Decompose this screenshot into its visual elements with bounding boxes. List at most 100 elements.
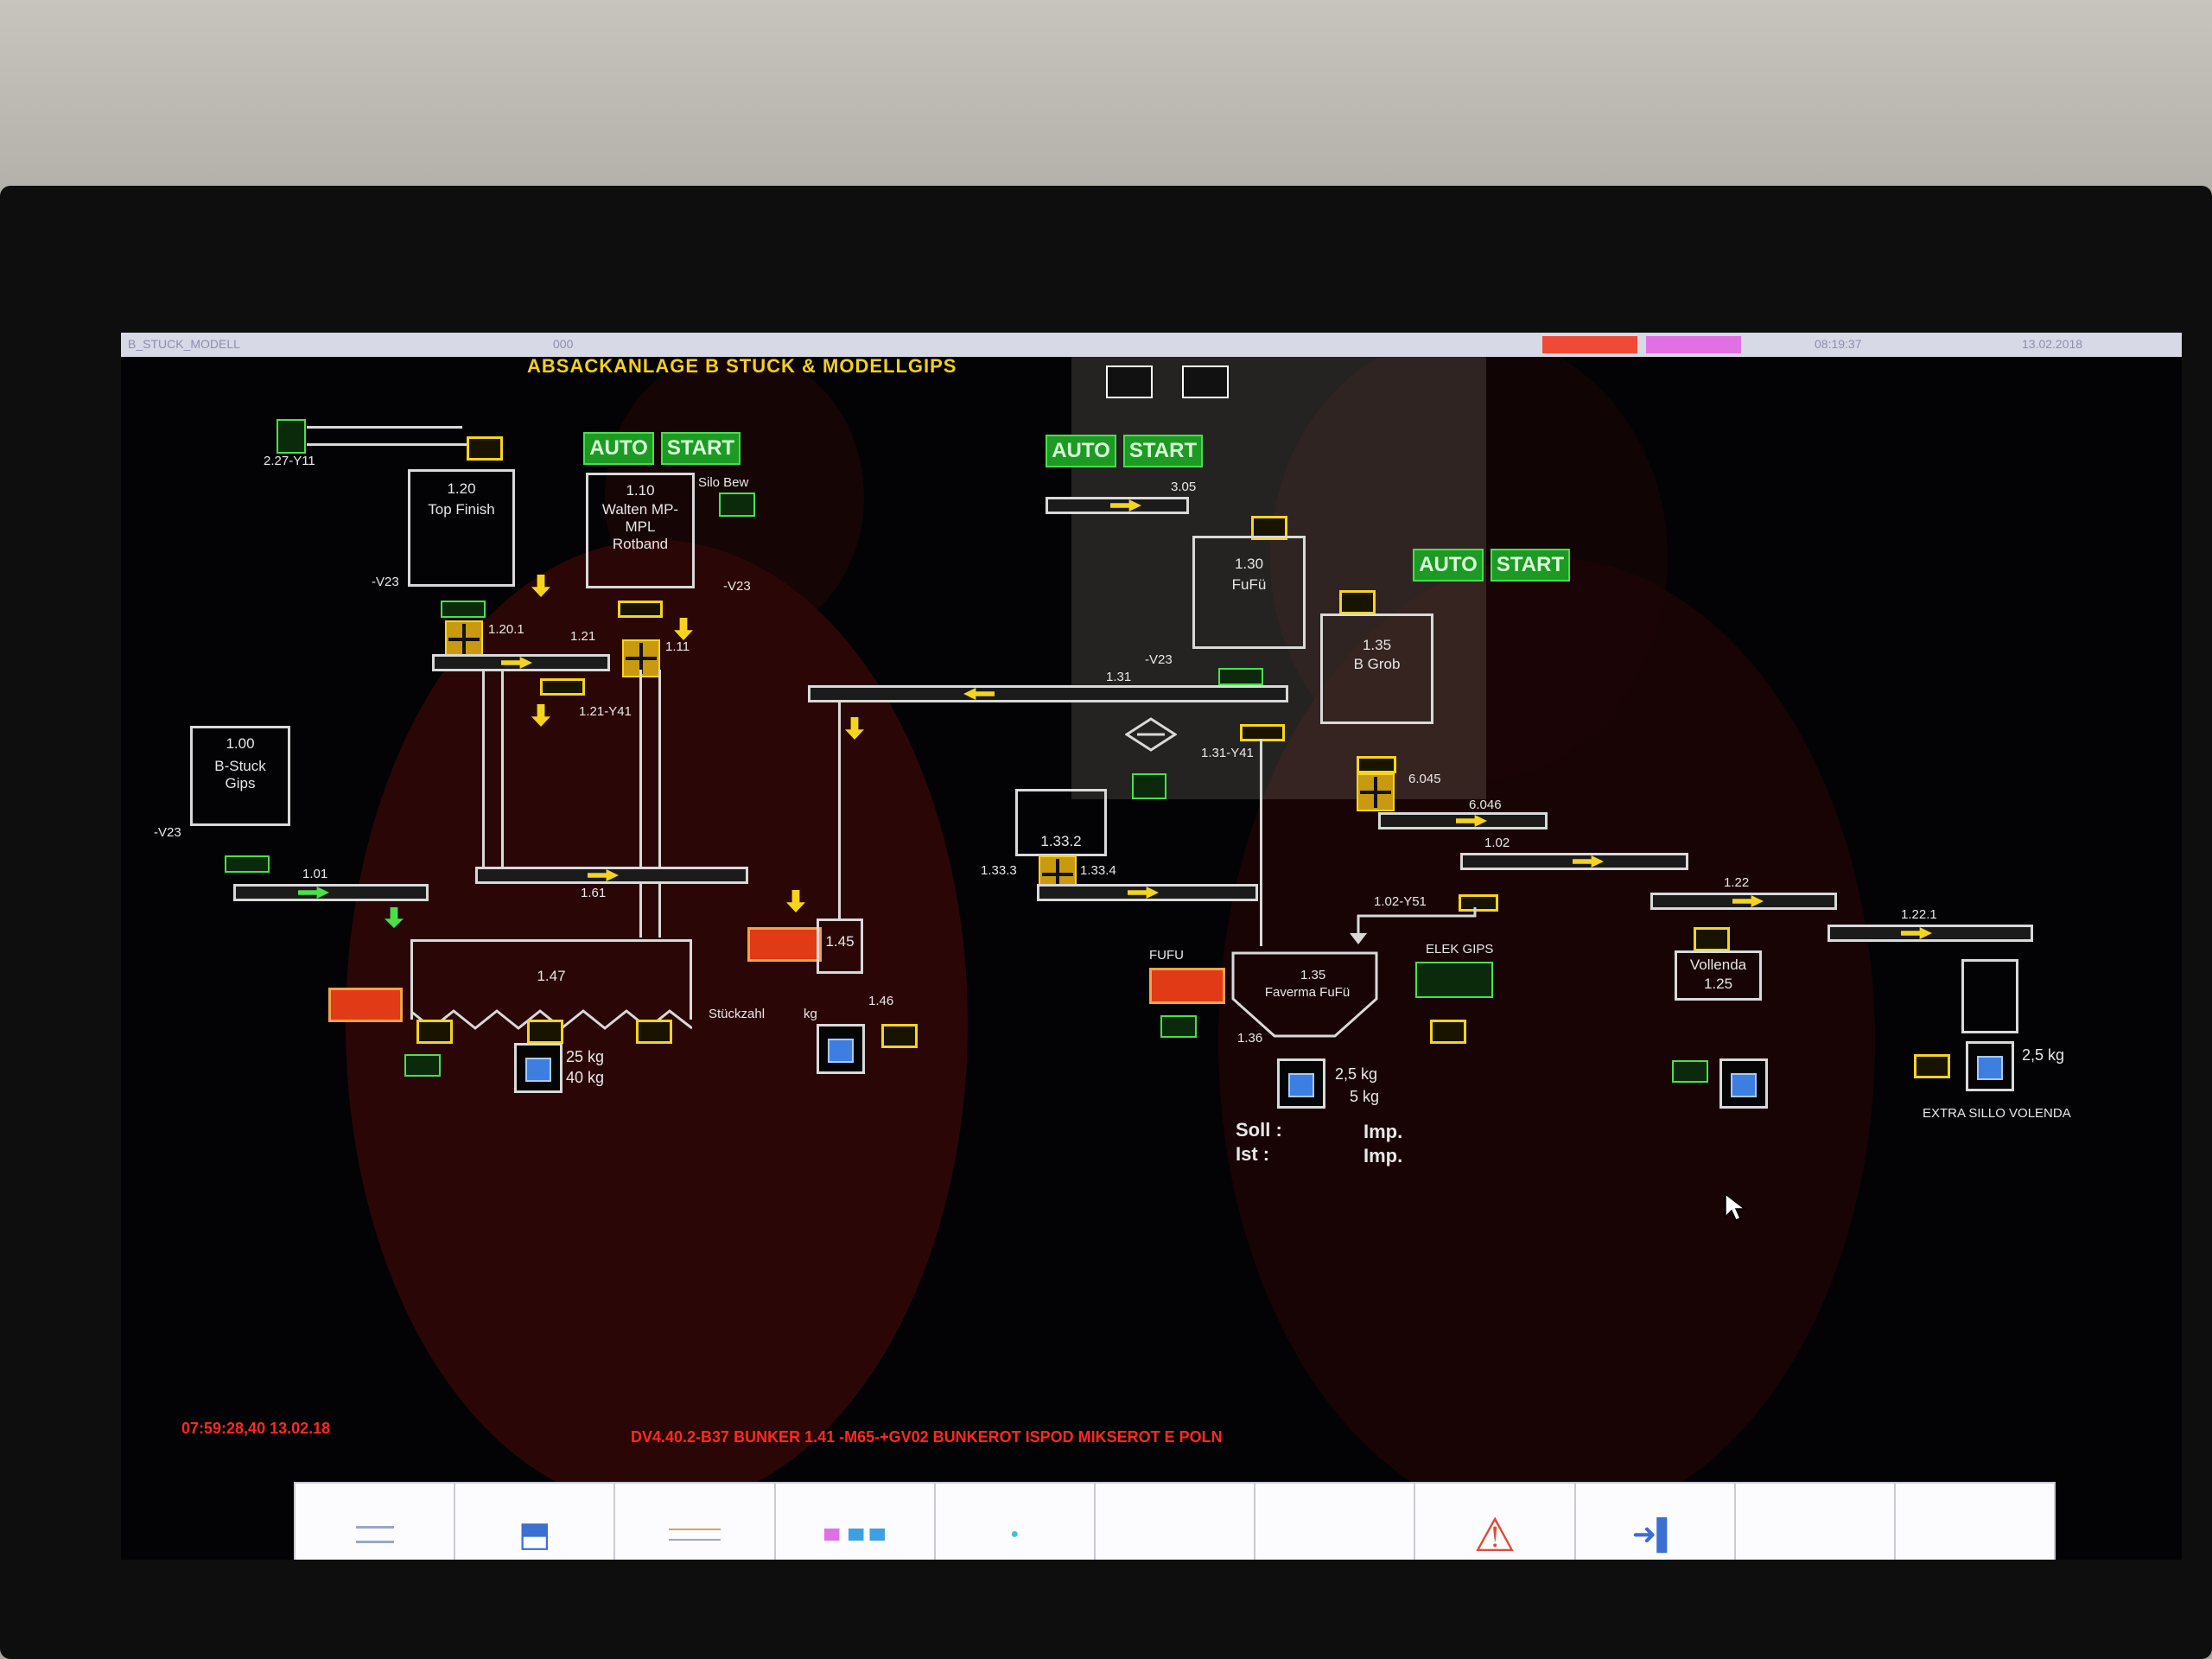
fufu-ein-indicator[interactable] [1160,1015,1197,1038]
gate-icon-1-31[interactable] [1240,724,1285,741]
overview-icon [355,1526,394,1543]
label-1-21-v: 1.21-Y41 [579,704,632,719]
silo-bew-indicator[interactable] [719,493,755,517]
rotary-feeder-icon-1[interactable] [445,620,483,658]
silo-extra-volenda[interactable] [1961,959,2018,1033]
status-indicator[interactable] [1646,336,1741,353]
alarm-box-3[interactable] [1149,968,1225,1004]
silo-level-icon-grob[interactable] [1339,590,1376,614]
inlet-line-2 [307,443,480,446]
mixer-gate-icon-1[interactable] [416,1020,453,1044]
toolbar-blank-button-3[interactable] [1736,1484,1896,1560]
alarm-box-1[interactable] [328,988,403,1022]
outlet-status-b-stuck[interactable] [225,855,270,873]
label-v23-b: -V23 [723,579,751,594]
mixer-ein-indicator[interactable] [404,1054,441,1077]
label-3-05: 3.05 [1171,480,1197,494]
silo-b-grob[interactable]: 1.35 B Grob [1320,613,1433,724]
gate-icon-1-02[interactable] [1459,894,1498,912]
toolbar-color-bars-button[interactable] [776,1484,936,1560]
sieve-icon[interactable] [1125,717,1177,752]
silo-walten-name: Walten MP-MPL Rotband [601,501,679,552]
walten-gate-icon[interactable] [618,601,663,618]
toolbar-lines-button[interactable] [615,1484,776,1560]
bag-scale-icon-4[interactable] [1719,1058,1768,1109]
titlebar-date: 13.02.2018 [2022,337,2083,351]
mixer-gate-icon-3[interactable] [636,1020,672,1044]
chute-1-45[interactable]: 1.45 [817,918,863,974]
outlet-status-top-finish[interactable] [441,601,486,618]
label-25kg: 25 kg [566,1048,605,1065]
toolbar-conveyor-button[interactable]: ⬒ [455,1484,616,1560]
label-1-46: 1.46 [868,994,894,1008]
auto-button-walten[interactable]: AUTO [583,432,654,465]
mixer-gate-icon-2[interactable] [527,1020,563,1044]
silo-b-grob-name: B Grob [1353,656,1401,672]
bag-scale-icon-1[interactable] [514,1043,563,1093]
elek-gate-icon[interactable] [1430,1020,1466,1044]
toolbar-exit-button[interactable]: ➜▌ [1576,1484,1736,1560]
label-imp-2: Imp. [1363,1145,1403,1166]
chute-1-45-id: 1.45 [825,933,855,950]
silo-top-finish-name: Top Finish [428,501,495,518]
toolbar-overview-button[interactable] [296,1484,456,1560]
sieve-status-indicator[interactable] [1132,773,1166,799]
label-1-36: 1.36 [1237,1031,1263,1046]
elek-gips-indicator[interactable] [1415,962,1493,998]
toolbar-blank-button-4[interactable] [1896,1484,2054,1560]
status-timestamp: 07:59:28,40 13.02.18 [181,1420,331,1437]
label-elek-gips: ELEK GIPS [1426,942,1494,957]
bag-scale-icon-2[interactable] [817,1024,865,1074]
label-1-02: 1.02 [1484,836,1510,850]
bag-scale-icon-5[interactable] [1966,1041,2014,1091]
exit-door-icon: ➜▌ [1631,1518,1678,1551]
label-silo-bew: Silo Bew [698,475,749,490]
gate-icon-1-21[interactable] [540,678,585,696]
label-5kg: 5 kg [1350,1088,1380,1105]
silo-level-icon-vollenda[interactable] [1694,927,1730,951]
start-button-fufu[interactable]: START [1123,435,1203,467]
auto-button-fufu[interactable]: AUTO [1046,435,1116,467]
outlet-status-fufu[interactable] [1218,668,1263,685]
bag-scale-icon-3[interactable] [1277,1058,1325,1109]
start-button-grob[interactable]: START [1491,549,1570,582]
hopper-faverma[interactable] [1231,951,1378,1038]
label-6-046: 6.046 [1469,798,1502,812]
silo-vollenda[interactable]: Vollenda 1.25 [1675,950,1762,1001]
silo-top-finish[interactable]: 1.20 Top Finish [408,469,515,587]
label-1-33-3: 1.33.3 [981,863,1017,878]
top-button-1[interactable] [1106,365,1153,398]
start-button-walten[interactable]: START [661,432,741,465]
silo-level-icon-top-finish[interactable] [467,436,503,461]
silo-fufu-id: 1.30 [1234,556,1264,572]
silo-vollenda-name: Vollenda [1689,957,1747,973]
toolbar-dot-button[interactable]: ● [936,1484,1096,1560]
label-40kg: 40 kg [566,1069,605,1086]
pipe-6b [1260,739,1262,946]
toolbar-blank-button-1[interactable] [1096,1484,1256,1560]
auto-button-grob[interactable]: AUTO [1413,549,1484,582]
alarm-indicator[interactable] [1542,336,1637,353]
vollenda-ein-indicator[interactable] [1672,1060,1708,1083]
hmi-screen: B_STUCK_MODELL 000 08:19:37 13.02.2018 A… [121,333,2182,1560]
rotary-feeder-icon-4[interactable] [1357,773,1395,811]
alarm-box-2[interactable] [747,927,822,962]
silo-walten[interactable]: 1.10 Walten MP-MPL Rotband [586,473,695,588]
inlet-valve-icon[interactable] [276,419,306,454]
gate-icon-1-46[interactable] [881,1024,918,1048]
conveyor-1-31[interactable] [808,685,1288,702]
gate-icon-grob[interactable] [1357,756,1396,773]
bin-1-33[interactable]: 1.33.2 [1015,789,1107,856]
toolbar-warning-button[interactable]: ⚠ [1415,1484,1576,1560]
pipe-4 [658,670,661,938]
extra-gate-icon[interactable] [1914,1054,1950,1078]
label-1-22: 1.22 [1724,875,1750,890]
mixer-1-47[interactable]: 1.47 [410,939,692,1020]
conveyor-1-01[interactable] [233,884,429,901]
top-button-2[interactable] [1182,365,1229,398]
flow-line-to-faverma [1350,907,1477,944]
color-bars-icon [824,1529,886,1541]
silo-fufu[interactable]: 1.30 FuFü [1192,536,1306,649]
toolbar-blank-button-2[interactable] [1255,1484,1416,1560]
silo-b-stuck[interactable]: 1.00 B-Stuck Gips [190,726,290,826]
